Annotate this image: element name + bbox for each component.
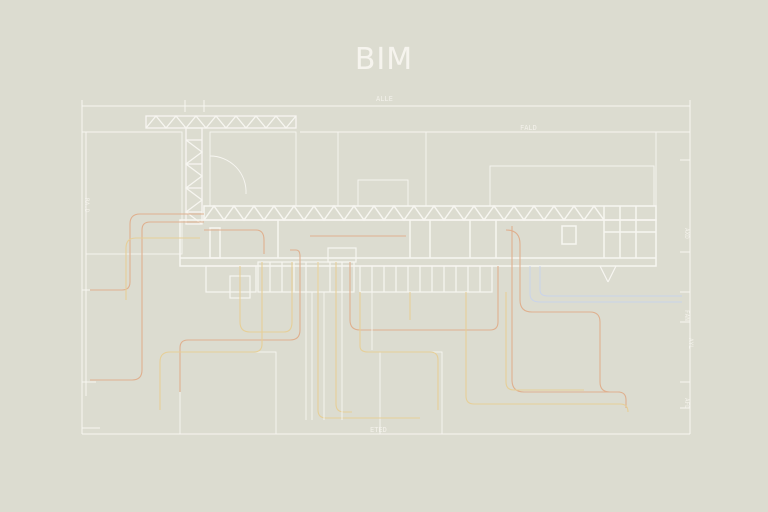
pipe-runs-blue [529, 266, 682, 303]
dimension-label-bottom: ETED [370, 426, 387, 434]
room-outlines [85, 131, 657, 435]
dimension-label-top-right: FALD [520, 124, 537, 132]
dimension-label-top-left: ALLE [376, 95, 393, 103]
diagram-title: BIM [354, 42, 414, 77]
risers [305, 292, 373, 420]
pipe-runs-warm [90, 213, 627, 408]
crane-structure [145, 114, 297, 225]
lower-modules [205, 247, 617, 299]
pipe-runs-gold [125, 237, 629, 419]
main-truss [179, 204, 657, 267]
dimension-frame [81, 100, 691, 435]
